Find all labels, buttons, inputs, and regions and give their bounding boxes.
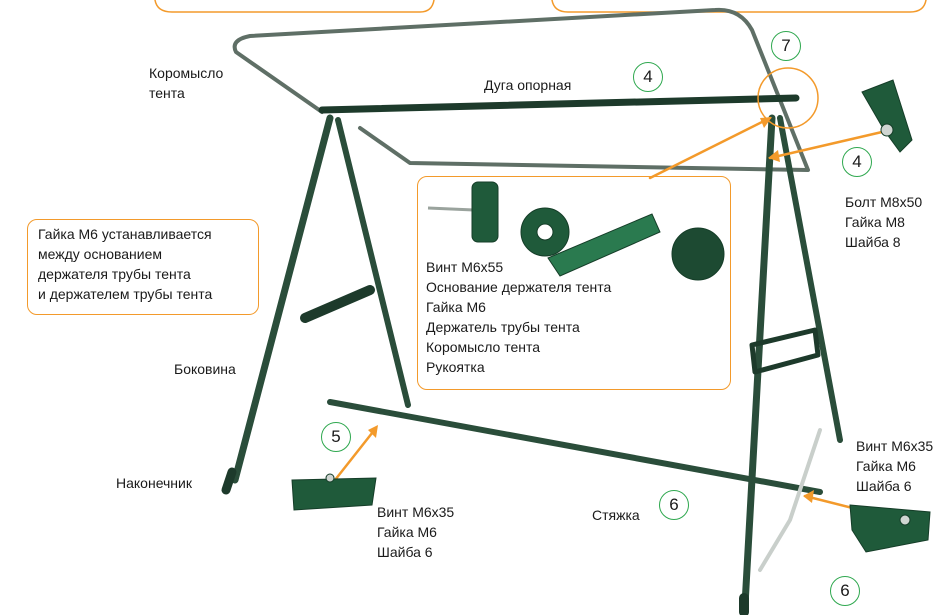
parts-box: Винт М6х55 Основание держателя тента Гай…: [417, 176, 731, 390]
top-right-box-edge: [551, 0, 927, 13]
step-marker-6-mid: 6: [659, 490, 689, 520]
arrow-bolt-to-frame: [768, 130, 884, 160]
note-box: Гайка М6 устанавливается между основание…: [27, 219, 259, 315]
label-tip: Наконечник: [116, 475, 192, 491]
label-tie: Стяжка: [592, 507, 640, 523]
top-left-box-edge: [154, 0, 435, 13]
part-item: Рукоятка: [426, 359, 485, 375]
part-item: Гайка М6: [426, 299, 486, 315]
arrow-screw-left: [333, 426, 378, 482]
right-leg-back: [777, 115, 843, 443]
left-leg-back: [335, 117, 411, 408]
right-leg-front: [741, 114, 776, 609]
step-marker-5: 5: [321, 422, 351, 452]
arrow-parts-to-frame: [648, 116, 772, 180]
label-canopy-rocker: Коромысло тента: [149, 65, 224, 101]
foot-part-right: [849, 504, 931, 553]
fastener-bolt-m8: Болт М8х50 Гайка М8 Шайба 8: [845, 194, 923, 250]
note-text: Гайка М6 устанавливается между основание…: [38, 226, 213, 302]
step-marker-4-top: 4: [633, 62, 663, 92]
part-item: Основание держателя тента: [426, 279, 612, 295]
left-brace: [300, 285, 375, 323]
label-side: Боковина: [174, 361, 236, 377]
fastener-screw-left: Винт М6х35 Гайка М6 Шайба 6: [377, 504, 455, 560]
step-marker-6-right: 6: [830, 576, 860, 606]
parts-box-items: [427, 181, 725, 281]
left-leg-front: [231, 114, 334, 484]
foot-part-left: [291, 473, 377, 511]
detail-circle-7: [757, 67, 819, 129]
step-marker-7: 7: [771, 31, 801, 61]
tie-bar: [327, 399, 823, 495]
part-item: Коромысло тента: [426, 339, 541, 355]
right-tray: [749, 327, 821, 375]
step-marker-4-right: 4: [842, 147, 872, 177]
part-item: Держатель трубы тента: [426, 319, 580, 335]
fastener-screw-right: Винт М6х35 Гайка М6 Шайба 6: [856, 438, 934, 494]
top-crossbar: [318, 94, 800, 114]
tie-bar-link: [758, 428, 822, 572]
clamp-detail-right: [861, 79, 913, 153]
parts-list: Винт М6х55 Основание держателя тента Гай…: [426, 257, 611, 377]
part-item: Винт М6х55: [426, 259, 504, 275]
canopy-arc-frame: [232, 7, 810, 172]
left-tip: [221, 467, 237, 495]
label-support-arc: Дуга опорная: [484, 77, 572, 93]
